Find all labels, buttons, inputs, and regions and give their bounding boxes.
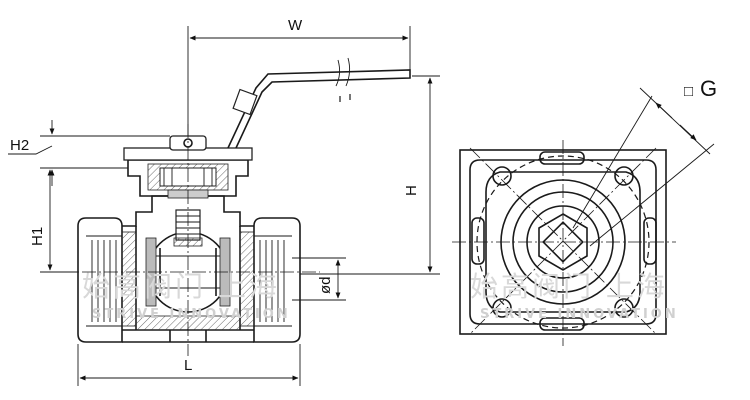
dimension-l: L [77,344,301,386]
dimension-g-label: G [700,76,717,101]
dimension-h2-label: H2 [10,137,29,154]
watermark-english-right: STRIVE INNOVATION [480,307,679,322]
front-view: W H H2 H1 ød [8,17,440,386]
dimension-w-label: W [288,17,303,34]
watermark-chinese-right: 始高阀门 上海 [470,270,668,303]
dimension-h1-label: H1 [29,227,46,246]
side-view: □ G [452,76,717,346]
dimension-l-label: L [184,357,192,374]
dimension-g: □ G [572,76,717,247]
dimension-d: ød [292,257,346,301]
dimension-h: H [300,75,440,275]
dimension-h-label: H [403,185,420,196]
dimension-w: W [187,17,411,136]
watermark-english-left: STRIVE INNOVATION [92,307,291,322]
valve-handle [123,57,411,161]
watermark: 始高阀门 上海 STRIVE INNOVATION 始高阀门 上海 STRIVE… [82,270,679,322]
dimension-g-prefix: □ [684,83,693,100]
dimension-d-label: ød [317,276,334,294]
watermark-chinese-left: 始高阀门 上海 [82,270,280,303]
dimension-h1: H1 [29,169,78,273]
